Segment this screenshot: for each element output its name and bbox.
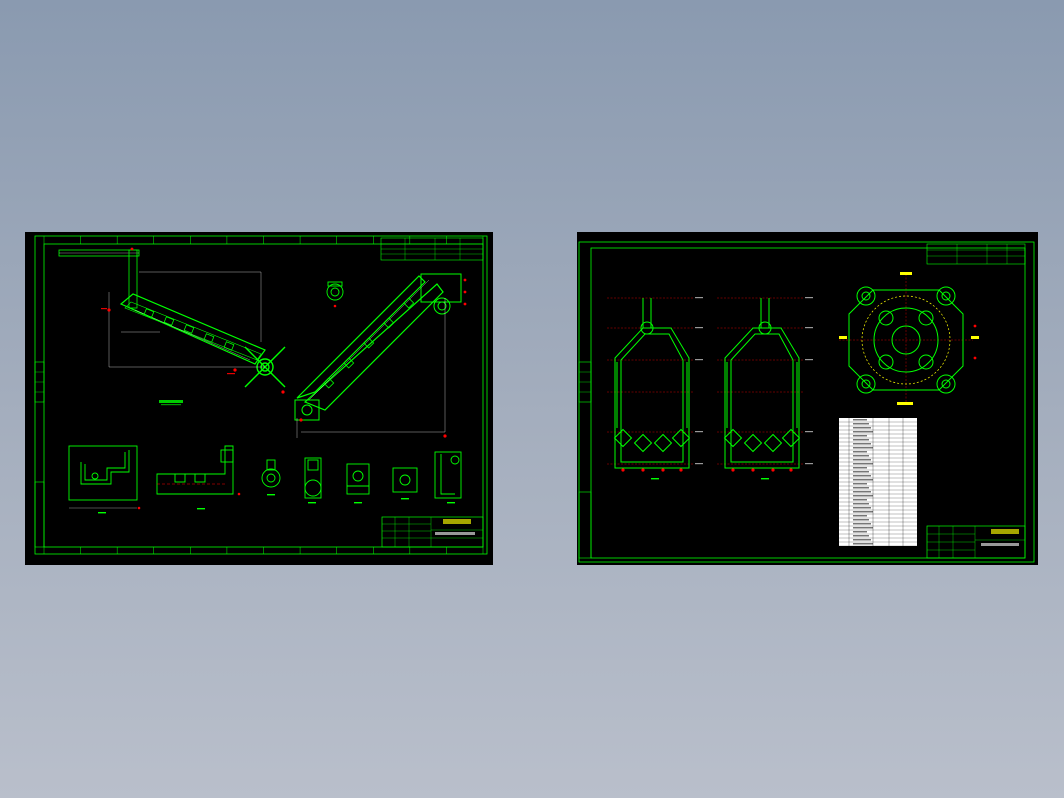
table-cell-text bbox=[853, 419, 867, 421]
table-cell-text bbox=[853, 447, 873, 449]
revision-table bbox=[380, 237, 484, 261]
plan-view bbox=[839, 272, 979, 405]
table-cell-text bbox=[853, 475, 871, 477]
table-cell-text bbox=[853, 439, 869, 441]
table-cell-text bbox=[853, 499, 867, 501]
table-cell-text bbox=[853, 427, 871, 429]
parts-table bbox=[839, 418, 917, 547]
inclined-assembly-view bbox=[294, 273, 467, 438]
table-cell-text bbox=[853, 487, 869, 489]
ring-detail bbox=[326, 281, 344, 301]
table-cell-text bbox=[853, 543, 873, 545]
table-cell-text bbox=[853, 503, 869, 505]
column-marks bbox=[43, 236, 484, 554]
table-cell-text bbox=[853, 491, 871, 493]
table-cell-text bbox=[853, 467, 867, 469]
cad-canvas-left bbox=[34, 235, 488, 555]
inner-frame bbox=[590, 247, 1026, 559]
main-assembly-view bbox=[58, 247, 286, 406]
outer-frame bbox=[578, 241, 1035, 563]
table-cell-text bbox=[853, 539, 871, 541]
table-cell-text bbox=[853, 455, 869, 457]
table-cell-text bbox=[853, 531, 867, 533]
table-cell-text bbox=[853, 463, 873, 465]
table-cell-text bbox=[853, 479, 873, 481]
side-notes-strip bbox=[578, 491, 592, 559]
table-cell-text bbox=[853, 519, 869, 521]
table-cell-text bbox=[853, 507, 871, 509]
table-cell-text bbox=[853, 435, 867, 437]
title-block bbox=[926, 525, 1026, 559]
elevation-view-1 bbox=[607, 297, 703, 480]
table-cell-text bbox=[853, 511, 873, 513]
title-block bbox=[381, 516, 484, 548]
cad-canvas-right bbox=[578, 241, 1035, 563]
elevation-view-2 bbox=[717, 297, 813, 480]
table-cell-text bbox=[853, 459, 871, 461]
table-cell-text bbox=[853, 431, 873, 433]
side-notes-strip bbox=[34, 481, 45, 548]
table-cell-text bbox=[853, 483, 867, 485]
table-cell-text bbox=[853, 495, 873, 497]
table-cell-text bbox=[853, 515, 867, 517]
drawing-sheet-left[interactable] bbox=[25, 232, 493, 565]
table-cell-text bbox=[853, 535, 869, 537]
revision-table bbox=[926, 243, 1026, 265]
table-cell-text bbox=[853, 471, 869, 473]
table-cell-text bbox=[853, 423, 869, 425]
table-cell-text bbox=[853, 527, 873, 529]
drawing-sheet-right[interactable] bbox=[577, 232, 1038, 565]
table-cell-text bbox=[853, 443, 871, 445]
table-cell-text bbox=[853, 451, 867, 453]
table-cell-text bbox=[853, 523, 871, 525]
detail-views-row bbox=[68, 445, 462, 514]
